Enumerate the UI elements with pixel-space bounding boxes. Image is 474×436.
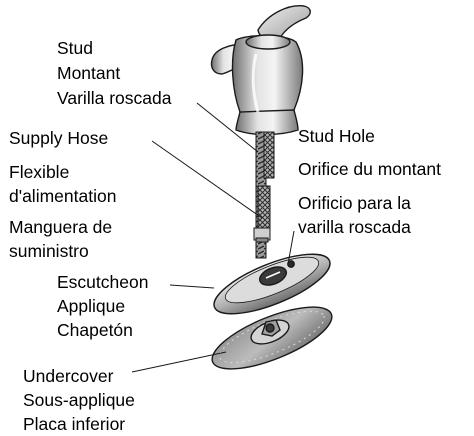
label-supply-hose-en: Supply Hose: [9, 126, 108, 150]
label-escutcheon-en: Escutcheon: [57, 270, 148, 294]
leader-supply-hose: [152, 141, 262, 218]
label-stud-es: Varilla roscada: [57, 86, 171, 110]
label-undercover-fr: Sous-applique: [23, 388, 135, 412]
label-supply-hose-fr-2: d'alimentation: [9, 184, 116, 208]
label-stud-hole-es-1: Orificio para la: [298, 191, 411, 215]
label-stud-fr: Montant: [57, 61, 120, 85]
label-supply-hose-es-1: Manguera de: [9, 215, 112, 239]
label-stud-hole-es-2: varilla roscada: [298, 215, 411, 239]
label-undercover-en: Undercover: [23, 364, 113, 388]
label-stud-hole-fr: Orifice du montant: [298, 157, 441, 181]
label-escutcheon-es: Chapetón: [57, 318, 133, 342]
leader-escutcheon: [170, 285, 214, 288]
label-stud-en: Stud: [57, 36, 93, 60]
label-supply-hose-es-2: suministro: [9, 239, 89, 263]
label-stud-hole-en: Stud Hole: [298, 124, 375, 148]
label-undercover-es: Placa inferior: [23, 412, 125, 436]
leader-undercover: [132, 352, 226, 372]
label-escutcheon-fr: Applique: [57, 294, 125, 318]
label-supply-hose-fr-1: Flexible: [9, 160, 69, 184]
faucet-body: [211, 6, 310, 135]
